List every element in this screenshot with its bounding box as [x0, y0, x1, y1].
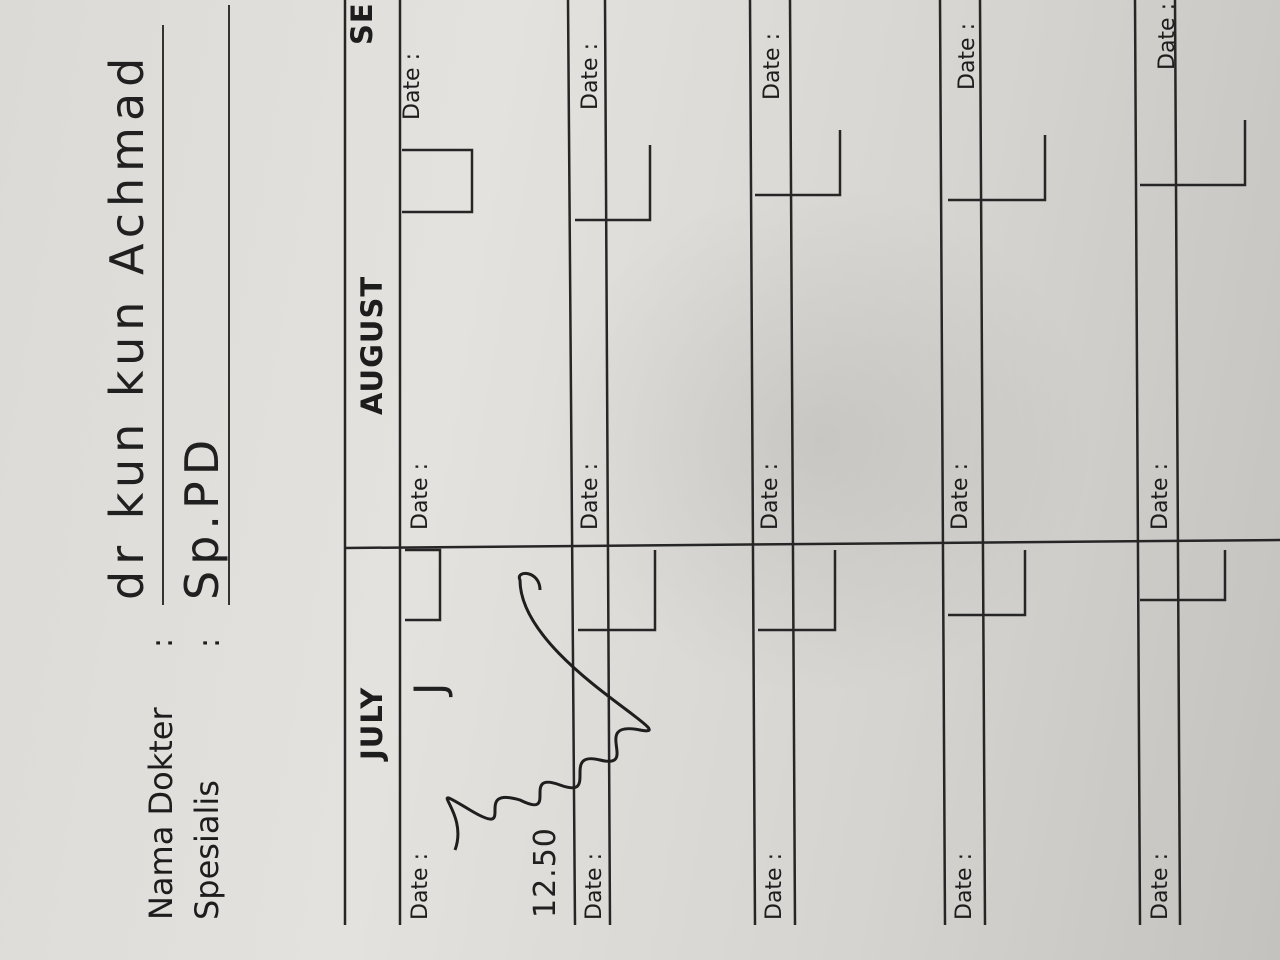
date-label-sept-5: Date :	[1155, 3, 1180, 70]
paper-shadow	[540, 180, 1100, 700]
date-label-august-1: Date :	[408, 463, 433, 530]
date-label-july-3: Date :	[762, 853, 787, 920]
date-label-sept-2: Date :	[578, 43, 603, 110]
month-august: AUGUST	[355, 275, 389, 415]
date-label-july-4: Date :	[952, 853, 977, 920]
date-label-august-2: Date :	[578, 463, 603, 530]
date-label-sept-1: Date :	[400, 53, 425, 120]
month-july: JULY	[355, 686, 389, 760]
date-label-july-2: Date :	[582, 853, 607, 920]
date-label-august-3: Date :	[758, 463, 783, 530]
date-label-august-4: Date :	[948, 463, 973, 530]
date-label-sept-4: Date :	[955, 23, 980, 90]
month-september-partial: SE	[345, 2, 379, 45]
date-label-july-1: Date :	[408, 853, 433, 920]
date-label-july-5: Date :	[1148, 853, 1173, 920]
handwritten-time: 12.50	[528, 827, 563, 918]
handwritten-j-mark: J	[405, 676, 454, 695]
date-label-sept-3: Date :	[760, 33, 785, 100]
date-label-august-5: Date :	[1148, 463, 1173, 530]
